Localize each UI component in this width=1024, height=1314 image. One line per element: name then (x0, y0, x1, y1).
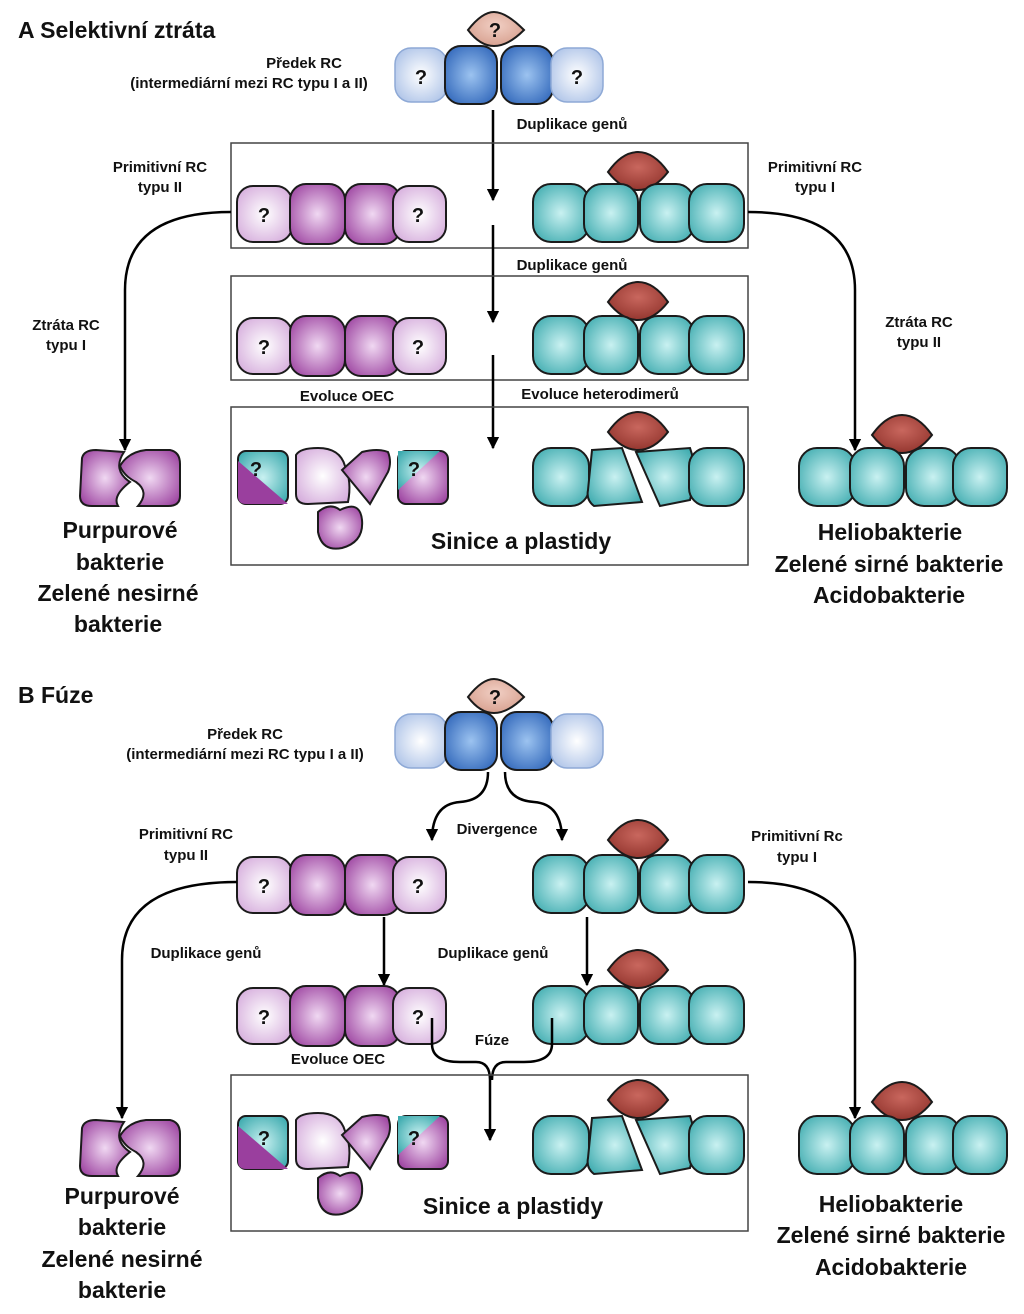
right-group-a-1: Heliobakterie (818, 519, 962, 545)
loss-type2-label-1: Ztráta RC (885, 314, 953, 331)
unknown-mark: ? (412, 205, 424, 227)
stage-box-1 (230, 142, 749, 249)
arrow-fusion-right (490, 1018, 554, 1081)
gene-duplication-label-b-right: Duplikace genů (438, 945, 549, 962)
primitive-type2-label-b-1: Primitivní RC (139, 826, 233, 843)
left-group-a-2: bakterie (76, 549, 164, 575)
divergence-label: Divergence (457, 821, 538, 838)
arrow-divergence-right (503, 771, 569, 842)
arrow-divergence-left (425, 771, 490, 842)
primitive-type1-label-a-2: typu I (795, 179, 835, 196)
panel-b-title: B Fúze (18, 682, 93, 708)
primitive-type1-label-b-2: typu I (777, 849, 817, 866)
gene-duplication-label-a1: Duplikace genů (517, 116, 628, 133)
loss-type1-label-1: Ztráta RC (32, 317, 100, 334)
unknown-mark: ? (489, 20, 501, 42)
oec-subunit-b (317, 1171, 364, 1216)
heliobacteria-rc-a (798, 413, 1008, 507)
heliobacteria-rc-b (798, 1080, 1008, 1175)
oec-evolution-label-a: Evoluce OEC (300, 388, 394, 405)
arrow-fusion (430, 1018, 497, 1142)
unknown-mark: ? (489, 687, 501, 709)
stage-box-fusion (230, 1074, 749, 1232)
unknown-mark: ? (412, 1007, 424, 1029)
heterodimer-evolution-label: Evoluce heterodimerů (521, 386, 679, 403)
unknown-mark: ? (258, 876, 270, 898)
unknown-mark: ? (408, 1128, 420, 1150)
ancestor-label-a-1: Předek RC (266, 55, 342, 72)
psi-complex-b (532, 1078, 745, 1176)
right-group-b-1: Heliobakterie (819, 1191, 963, 1217)
left-group-b-3: Zelené nesirné (41, 1246, 202, 1272)
primitive-type2-rc-b: ? ? (236, 854, 447, 916)
unknown-mark: ? (415, 67, 427, 89)
purple-bacteria-rc-a (78, 448, 181, 507)
arrow-right-branch (747, 880, 862, 1120)
primitive-type1-rc-b (532, 818, 745, 914)
oec-subunit-a (317, 505, 364, 550)
primitive-type2-label-b-2: typu II (164, 847, 208, 864)
unknown-mark: ? (571, 67, 583, 89)
unknown-mark: ? (408, 459, 420, 481)
ancestor-label-a-2: (intermediární mezi RC typu I a II) (130, 75, 368, 92)
ancestor-label-b-2: (intermediární mezi RC typu I a II) (126, 746, 364, 763)
unknown-mark: ? (258, 337, 270, 359)
gene-duplication-label-a2: Duplikace genů (517, 257, 628, 274)
unknown-mark: ? (258, 1128, 270, 1150)
primitive-type1-label-b-1: Primitivní Rc (751, 828, 843, 845)
primitive-type1-rc-a1 (532, 150, 745, 243)
ancestor-cap-a (466, 10, 526, 48)
panel-a-title: A Selektivní ztráta (18, 17, 215, 43)
left-group-a-1: Purpurové (62, 517, 177, 543)
arrow-left-branch (115, 880, 238, 1120)
psi-complex-a (532, 410, 745, 508)
left-group-b-1: Purpurové (64, 1183, 179, 1209)
fusion-label: Fúze (475, 1032, 509, 1049)
psii-complex-b: ? ? (237, 1111, 449, 1216)
left-group-a-3: Zelené nesirné (37, 580, 198, 606)
primitive-type2-rc-a1: ? ? (236, 183, 447, 245)
unknown-mark: ? (412, 337, 424, 359)
unknown-mark: ? (250, 459, 262, 481)
loss-type2-label-2: typu II (897, 334, 941, 351)
oec-evolution-label-b: Evoluce OEC (291, 1051, 385, 1068)
right-group-a-3: Acidobakterie (813, 582, 965, 608)
right-group-b-3: Acidobakterie (815, 1254, 967, 1280)
left-group-a-4: bakterie (74, 611, 162, 637)
cyanobacteria-label-a: Sinice a plastidy (431, 528, 611, 554)
ancestor-rc-b: ? (394, 677, 604, 771)
cyanobacteria-label-b: Sinice a plastidy (423, 1193, 603, 1219)
duplicated-type1-rc-b (532, 948, 745, 1045)
purple-bacteria-rc-b (78, 1118, 181, 1177)
primitive-type2-label-a-1: Primitivní RC (113, 159, 207, 176)
duplicated-type2-rc-a: ? ? (236, 315, 447, 377)
unknown-mark: ? (258, 1007, 270, 1029)
psii-complex-a: ? ? (237, 446, 449, 550)
primitive-type2-label-a-2: typu II (138, 179, 182, 196)
left-group-b-4: bakterie (78, 1277, 166, 1303)
primitive-type1-label-a-1: Primitivní RC (768, 159, 862, 176)
right-group-a-2: Zelené sirné bakterie (775, 551, 1004, 577)
arrow-right-branch (747, 210, 862, 452)
arrow-left-branch (118, 210, 232, 452)
ancestor-rc-a: ? ? ? (394, 10, 604, 105)
unknown-mark: ? (412, 876, 424, 898)
duplicated-type2-rc-b: ? ? (236, 985, 447, 1047)
duplicated-type1-rc-a (532, 280, 745, 375)
gene-duplication-label-b-left: Duplikace genů (151, 945, 262, 962)
ancestor-label-b-1: Předek RC (207, 726, 283, 743)
left-group-b-2: bakterie (78, 1214, 166, 1240)
stage-box-2 (230, 275, 749, 381)
right-group-b-2: Zelené sirné bakterie (777, 1222, 1006, 1248)
unknown-mark: ? (258, 205, 270, 227)
loss-type1-label-2: typu I (46, 337, 86, 354)
stage-box-3 (230, 406, 749, 566)
